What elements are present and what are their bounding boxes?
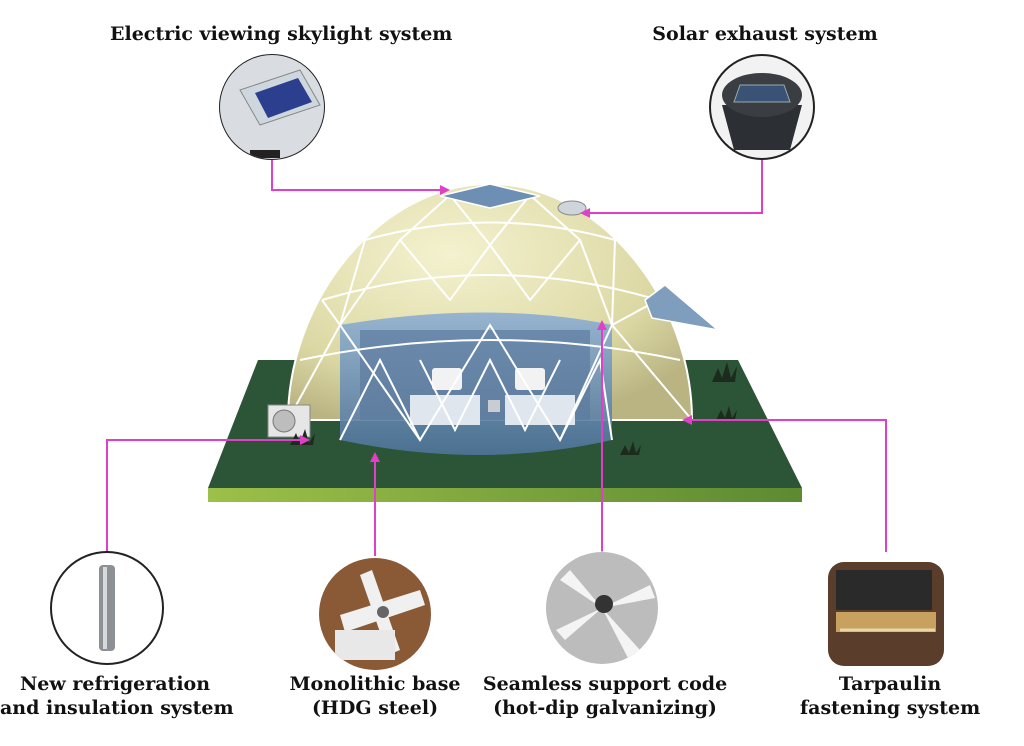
leader-tarpaulin (692, 419, 887, 552)
leader-lines (106, 160, 887, 556)
label-refrigeration-line1: New refrigeration (19, 673, 211, 695)
leader-solar (590, 160, 763, 214)
support-photo (545, 551, 659, 665)
label-base: Monolithic base (HDG steel) (280, 672, 470, 720)
label-support-line2: (hot-dip galvanizing) (493, 697, 717, 719)
label-refrigeration: New refrigeration and insulation system (0, 672, 234, 720)
label-tarpaulin: Tarpaulin fastening system (800, 672, 980, 720)
label-support-line1: Seamless support code (482, 673, 728, 695)
leader-refrigeration (106, 439, 300, 552)
skylight-photo (219, 54, 325, 160)
refrigeration-photo (50, 551, 164, 665)
dome-frame (287, 194, 693, 443)
skylight-panel (439, 183, 541, 209)
label-skylight: Electric viewing skylight system (110, 22, 453, 46)
label-solar: Solar exhaust system (640, 22, 890, 46)
label-refrigeration-line2: and insulation system (0, 697, 234, 719)
label-tarpaulin-line1: Tarpaulin (838, 673, 942, 695)
label-skylight-text: Electric viewing skylight system (110, 23, 453, 45)
label-support: Seamless support code (hot-dip galvanizi… (480, 672, 730, 720)
tarpaulin-photo (828, 562, 944, 666)
leader-skylight (271, 160, 440, 191)
leader-arrowheads (300, 185, 692, 462)
geodesic-dome (286, 182, 721, 455)
exhaust-vent (557, 200, 587, 216)
label-base-line2: (HDG steel) (311, 697, 439, 719)
side-window-flap (644, 284, 721, 332)
label-base-line1: Monolithic base (289, 673, 461, 695)
solar-exhaust-photo (709, 54, 815, 160)
label-tarpaulin-line2: fastening system (800, 697, 981, 719)
label-solar-text: Solar exhaust system (652, 23, 878, 45)
ac-unit (267, 404, 311, 438)
base-photo (318, 557, 432, 671)
